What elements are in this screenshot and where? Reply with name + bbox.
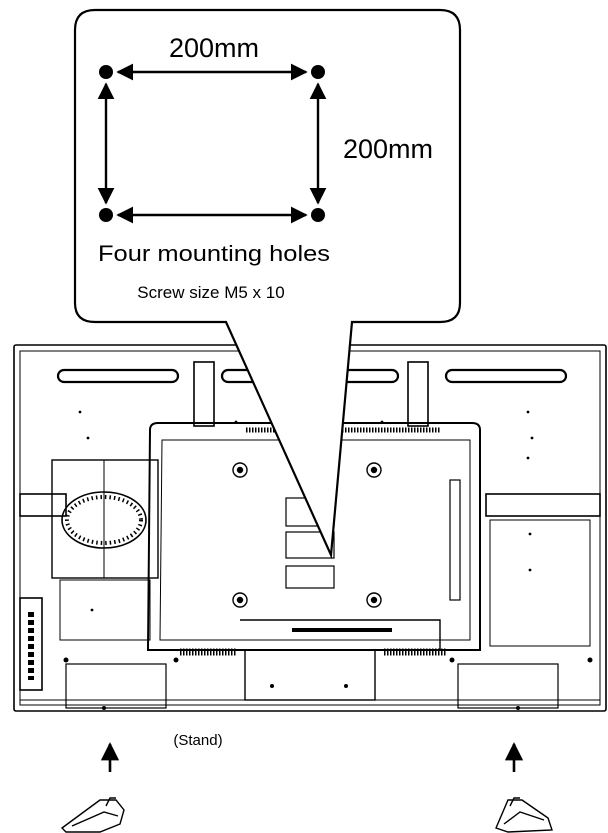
stand-foot-right: [495, 797, 553, 833]
stand-label: (Stand): [173, 732, 222, 749]
hole-dot-top-left: [99, 65, 113, 79]
mounting-hole-dots: [99, 65, 325, 222]
holes-label: Four mounting holes: [98, 241, 330, 266]
screw-size-label: Screw size M5 x 10: [137, 283, 284, 302]
hole-dot-bottom-left: [99, 208, 113, 222]
horizontal-spacing-label: 200mm: [169, 33, 259, 63]
panel-mounting-holes: [232, 462, 382, 608]
dimension-arrows: [97, 63, 327, 224]
callout-bubble: [73, 8, 462, 560]
panel-screw-dots: [63, 410, 593, 710]
hole-dot-bottom-right: [311, 208, 325, 222]
stand-foot-left: [60, 797, 125, 833]
tv-back-panel: [13, 344, 607, 712]
vertical-spacing-label: 200mm: [343, 134, 433, 164]
hole-dot-top-right: [311, 65, 325, 79]
